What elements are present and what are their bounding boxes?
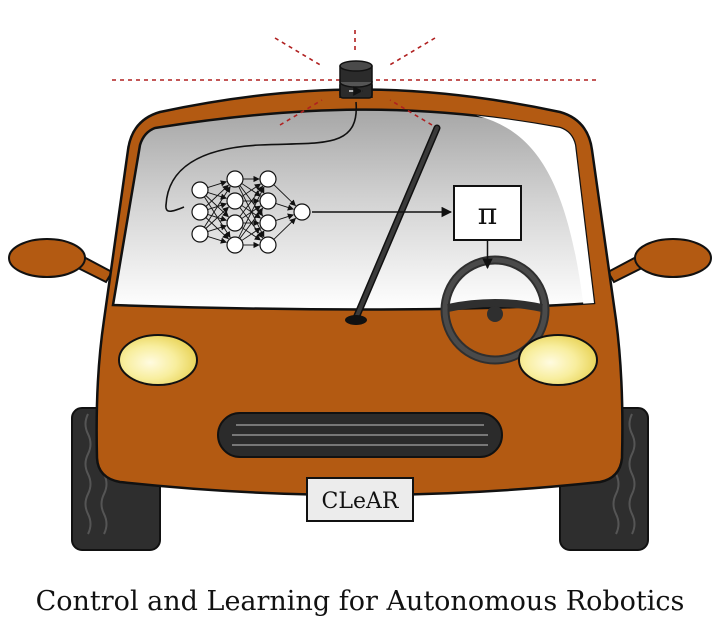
left-headlight (118, 334, 198, 386)
network-node (226, 236, 244, 254)
network-edge (273, 217, 296, 240)
network-node (191, 225, 209, 243)
caption: Control and Learning for Autonomous Robo… (35, 586, 685, 617)
wiper-icon (345, 124, 441, 325)
network-node (259, 214, 277, 232)
network-edge (205, 206, 229, 229)
network-node (259, 236, 277, 254)
steering-wheel-icon (440, 255, 550, 365)
sensor-cable (165, 101, 357, 213)
left-mirror (8, 238, 114, 284)
policy-box: π (453, 185, 522, 241)
network-edge (239, 207, 263, 239)
network-edge (275, 213, 295, 221)
network-node (226, 214, 244, 232)
network-edge (275, 203, 295, 211)
network-edge (207, 224, 228, 233)
network-node (191, 203, 209, 221)
network-edge (241, 227, 262, 241)
network-edge (241, 227, 262, 241)
network-node (259, 192, 277, 210)
network-node (259, 170, 277, 188)
right-mirror (606, 238, 712, 284)
right-headlight (518, 334, 598, 386)
network-node (191, 181, 209, 199)
license-plate-text: CLeAR (322, 489, 400, 514)
network-edge (207, 180, 228, 189)
license-plate: CLeAR (306, 477, 414, 522)
network-edge (207, 235, 228, 244)
policy-symbol: π (478, 197, 498, 232)
front-grille (217, 412, 503, 458)
network-node (293, 203, 311, 221)
network-node (226, 192, 244, 210)
network-edge (273, 184, 296, 207)
network-edge (203, 186, 231, 228)
network-edge (238, 186, 265, 239)
lidar-sensor-icon (339, 60, 373, 99)
network-node (226, 170, 244, 188)
windshield (111, 108, 596, 311)
neural-network-icon (191, 170, 311, 254)
